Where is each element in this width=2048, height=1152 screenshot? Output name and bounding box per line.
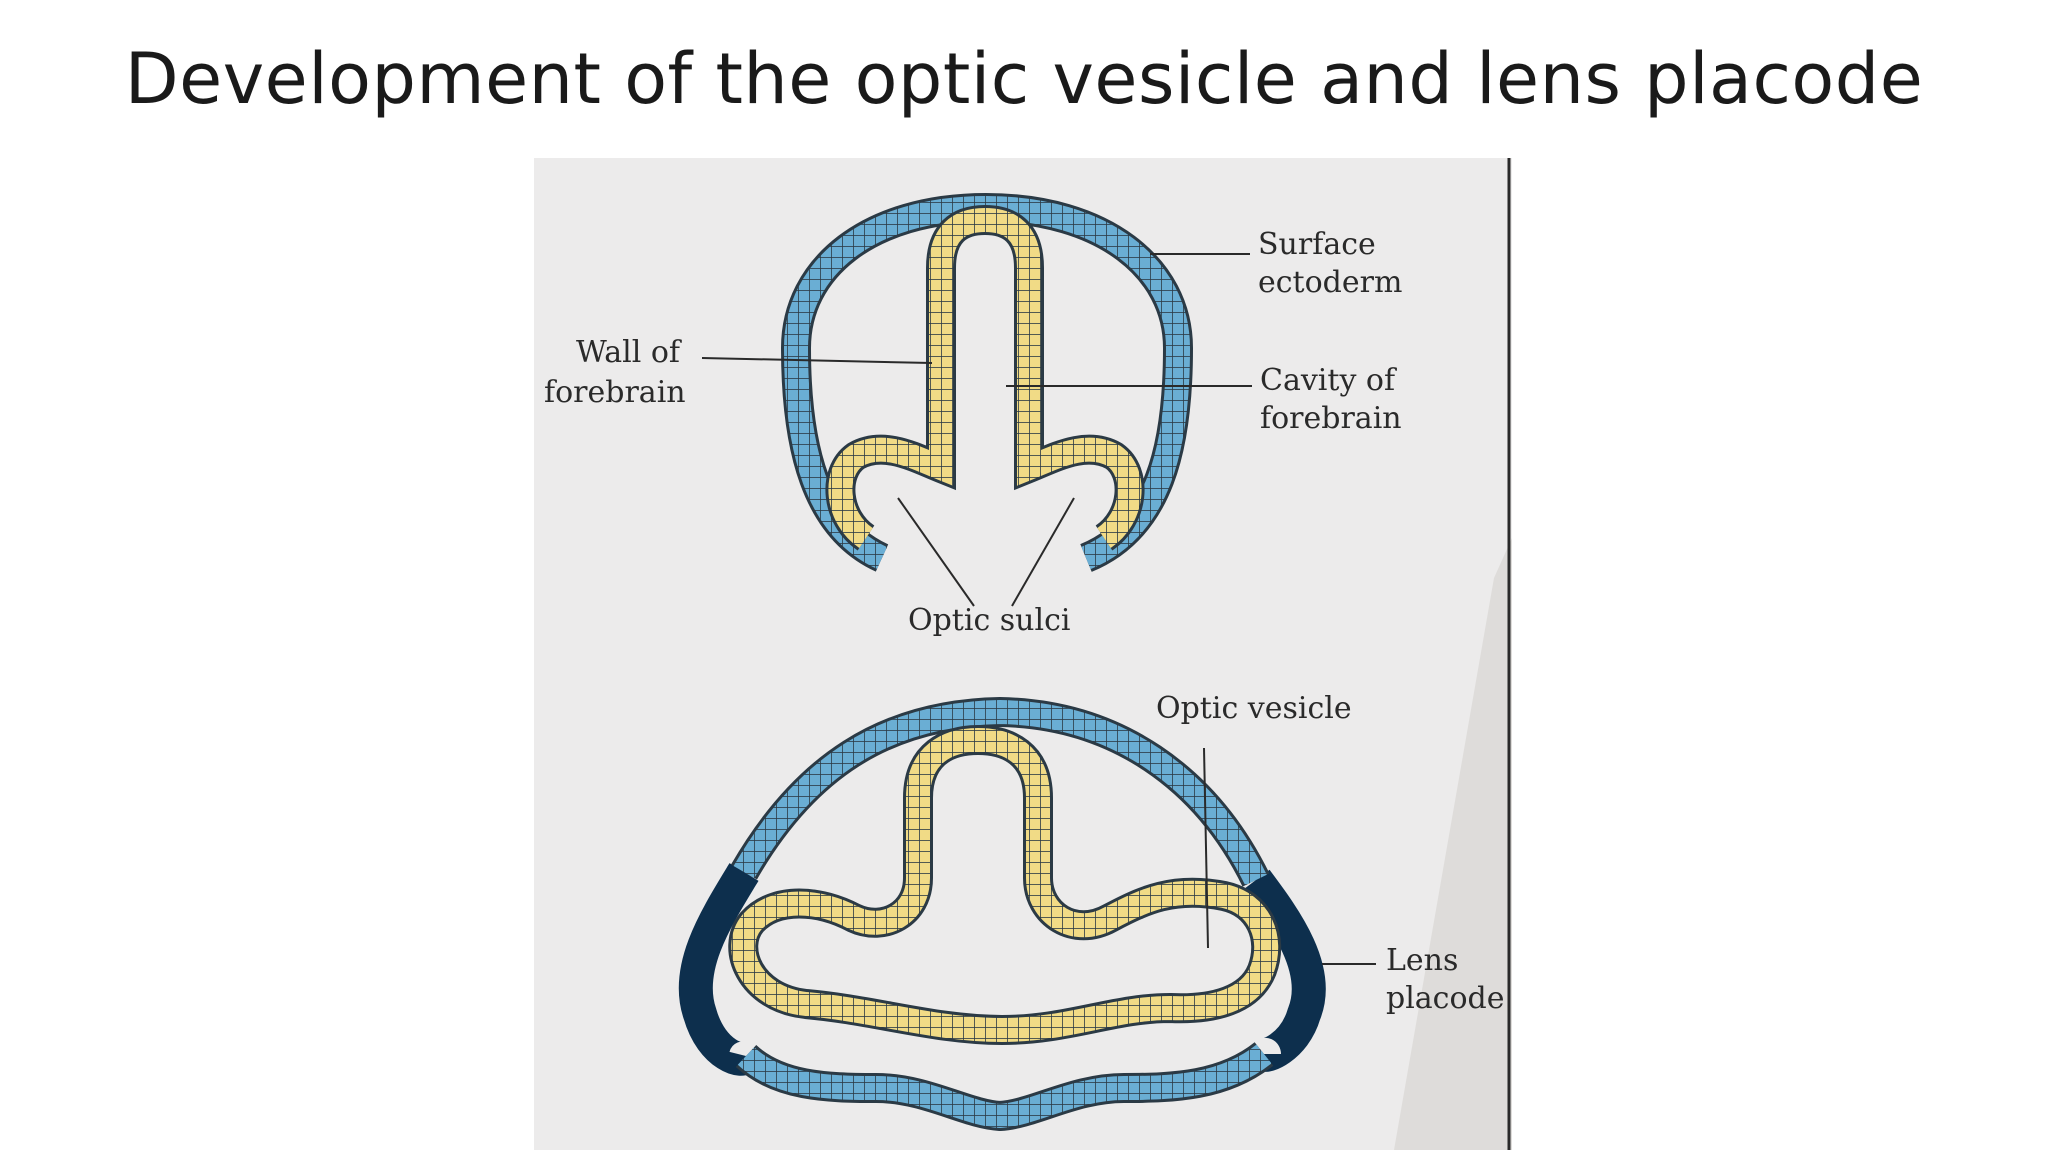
- diagram-canvas: Surface ectoderm Wall of forebrain Cavit…: [534, 158, 1512, 1150]
- label-surface-ectoderm-line2: ectoderm: [1258, 265, 1402, 300]
- label-cavity-of-forebrain-line2: forebrain: [1260, 401, 1402, 436]
- leader-optic-vesicle: [1203, 747, 1209, 949]
- lens-placode-left: [678, 863, 763, 1076]
- leader-wall-of-forebrain: [701, 357, 933, 364]
- label-cavity-of-forebrain-line1: Cavity of: [1260, 363, 1397, 398]
- label-optic-sulci: Optic sulci: [908, 603, 1071, 638]
- label-optic-vesicle: Optic vesicle: [1156, 691, 1352, 726]
- label-surface-ectoderm: Surface ectoderm: [1258, 227, 1402, 300]
- bottom-diagram: Optic vesicle Lens placode: [678, 691, 1505, 1132]
- paper-shadow: [1394, 538, 1512, 1150]
- slide-title: Development of the optic vesicle and len…: [124, 38, 1924, 120]
- label-surface-ectoderm-line1: Surface: [1258, 227, 1376, 262]
- top-diagram: Surface ectoderm Wall of forebrain Cavit…: [544, 192, 1405, 638]
- label-cavity-of-forebrain: Cavity of forebrain: [1260, 363, 1405, 436]
- leader-optic-sulcus-left: [897, 497, 975, 607]
- label-wall-of-forebrain: Wall of forebrain: [544, 335, 690, 410]
- label-lens-placode: Lens placode: [1386, 943, 1505, 1016]
- label-wall-of-forebrain-line1: Wall of: [576, 335, 682, 370]
- label-lens-placode-line2: placode: [1386, 981, 1505, 1016]
- leader-optic-sulcus-right: [1011, 497, 1075, 607]
- diagram-figure: Surface ectoderm Wall of forebrain Cavit…: [534, 158, 1512, 1150]
- label-wall-of-forebrain-line2: forebrain: [544, 375, 686, 410]
- label-lens-placode-line1: Lens: [1386, 943, 1458, 978]
